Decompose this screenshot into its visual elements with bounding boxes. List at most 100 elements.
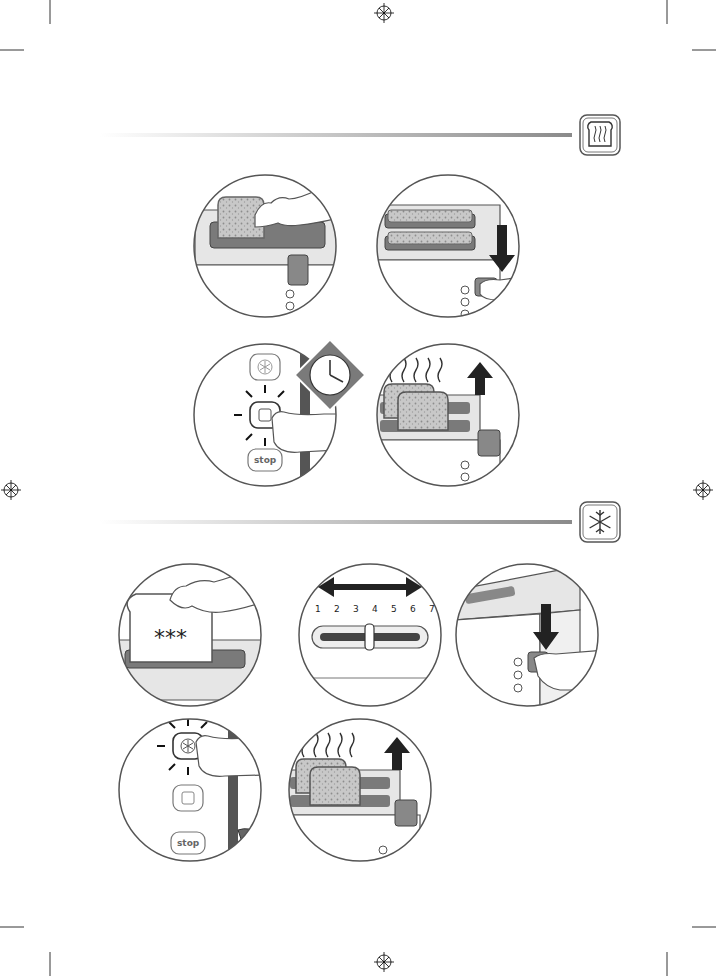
- section-rule-part: [594, 126, 606, 142]
- print-marks-part-part: [379, 8, 389, 18]
- step-push-lever-part: [455, 560, 605, 710]
- double-arrow-part: [406, 577, 422, 597]
- step-set-browning: [295, 560, 445, 710]
- scale-number: 7: [429, 605, 435, 614]
- step-press-defrost-part-part-part: [157, 745, 165, 747]
- step-insert-bread-part: [190, 170, 350, 330]
- step-insert-bread: [190, 170, 350, 330]
- step-insert-bread-part-part: [286, 302, 294, 310]
- step-press-defrost-part-part: [173, 785, 203, 811]
- scale-number: 5: [391, 605, 397, 614]
- step-toast-ready-part-part-part: [402, 358, 406, 382]
- print-marks-part-part: [379, 957, 389, 967]
- step-insert-bread-part-part: [286, 290, 294, 298]
- timer-symbol-part: [330, 375, 343, 382]
- step-toast-ready-part-part: [390, 358, 442, 382]
- step-set-browning-part-part: [295, 678, 445, 679]
- step-push-lever-part-part: [461, 286, 469, 294]
- section-rule-part: [590, 510, 611, 534]
- step-push-lever-part-part: [514, 684, 522, 692]
- step-toast-ready-part-part: [302, 733, 354, 757]
- print-marks-part-part: [379, 957, 389, 967]
- scale-number: 3: [353, 605, 359, 614]
- timer-symbol: [295, 340, 366, 411]
- section-rule-part-part: [590, 516, 611, 528]
- print-marks-part-part: [6, 485, 16, 495]
- step-toast-ready-part: [372, 340, 525, 500]
- step-push-lever-part-part: [465, 586, 516, 605]
- step-push-lever-part-part: [533, 604, 559, 650]
- step-toast-ready-part-part: [461, 473, 469, 481]
- step-insert-bread-part: [194, 175, 336, 317]
- step-push-lever-part-part: [388, 232, 472, 244]
- section-rule: [100, 502, 620, 542]
- print-marks-part: [667, 0, 668, 24]
- step-toast-ready-part-part: [395, 800, 417, 826]
- step-push-lever-part-part: [372, 205, 500, 260]
- print-marks-part-part: [379, 8, 389, 18]
- step-insert-frozen-part-part: [170, 560, 270, 612]
- print-marks-part: [374, 3, 394, 23]
- print-marks-part: [50, 952, 51, 976]
- section-rule-part-part: [590, 516, 611, 528]
- print-marks-part: [0, 927, 24, 928]
- step-toast-ready-part-part: [467, 362, 493, 395]
- step-toast-ready-part-part: [461, 461, 469, 469]
- scale-number: 1: [315, 605, 321, 614]
- step-press-defrost-part-part: [115, 715, 265, 865]
- timer-symbol-part: [310, 355, 350, 395]
- print-marks-part: [692, 50, 716, 51]
- step-toast-ready-part-part-part: [414, 358, 418, 382]
- step-press-button-part-part-part: [264, 438, 266, 446]
- step-press-button-part-part: [272, 412, 340, 453]
- print-marks-part-part: [698, 485, 708, 495]
- section-rule-part: [100, 133, 572, 137]
- section-rule-part: [588, 122, 613, 146]
- print-marks-part-part: [698, 485, 708, 495]
- timer-symbol-part: [329, 360, 331, 375]
- timer-symbol-part: [295, 340, 366, 411]
- step-press-button-part-part: [248, 449, 282, 471]
- step-insert-frozen: [115, 560, 270, 710]
- section-rule-part-part: [596, 512, 604, 532]
- step-press-button-part-part-part: [246, 434, 252, 440]
- step-press-button-part-part-part: [264, 385, 266, 393]
- step-push-lever-part: [456, 564, 598, 706]
- step-insert-bread-part-part: [288, 255, 308, 285]
- step-set-browning-part: [295, 560, 445, 710]
- step-press-defrost-part-part: [238, 829, 268, 866]
- step-toast-ready-part-part-part: [426, 358, 430, 382]
- frozen-mark: ***: [154, 627, 187, 649]
- section-rule-part: [100, 520, 572, 524]
- step-press-defrost-part-part: [183, 740, 193, 752]
- step-toast-ready-part-part: [310, 767, 360, 805]
- step-push-lever: [372, 175, 530, 330]
- step-insert-bread-part-part: [190, 170, 350, 330]
- button-label: stop: [177, 839, 199, 848]
- section-rule-part: [583, 118, 617, 152]
- step-press-defrost-part-part: [171, 832, 205, 854]
- section-rule-part: [580, 115, 620, 155]
- print-marks-part: [667, 952, 668, 976]
- step-push-lever-part: [377, 175, 519, 317]
- step-press-defrost: [115, 715, 268, 866]
- step-push-lever-part-part: [461, 298, 469, 306]
- scale-number: 2: [334, 605, 340, 614]
- print-marks-part: [693, 480, 713, 500]
- print-marks-part-part: [6, 485, 16, 495]
- step-insert-bread-part-part: [286, 314, 294, 322]
- step-toast-ready-part-part-part: [438, 358, 442, 382]
- step-press-defrost-part-part: [228, 715, 238, 865]
- step-press-defrost-part-part-part: [169, 764, 175, 770]
- double-arrow-part: [318, 577, 334, 597]
- button-label: stop: [254, 456, 276, 465]
- step-toast-ready-part-part: [478, 430, 500, 456]
- double-arrow-part: [330, 584, 410, 590]
- step-press-defrost-part-part: [196, 736, 265, 777]
- step-press-button-part-part: [260, 361, 270, 373]
- step-press-button-part-part: [259, 409, 271, 421]
- step-toast-ready-part-part-part: [350, 733, 354, 757]
- step-toast-ready-part-part-part: [314, 733, 318, 757]
